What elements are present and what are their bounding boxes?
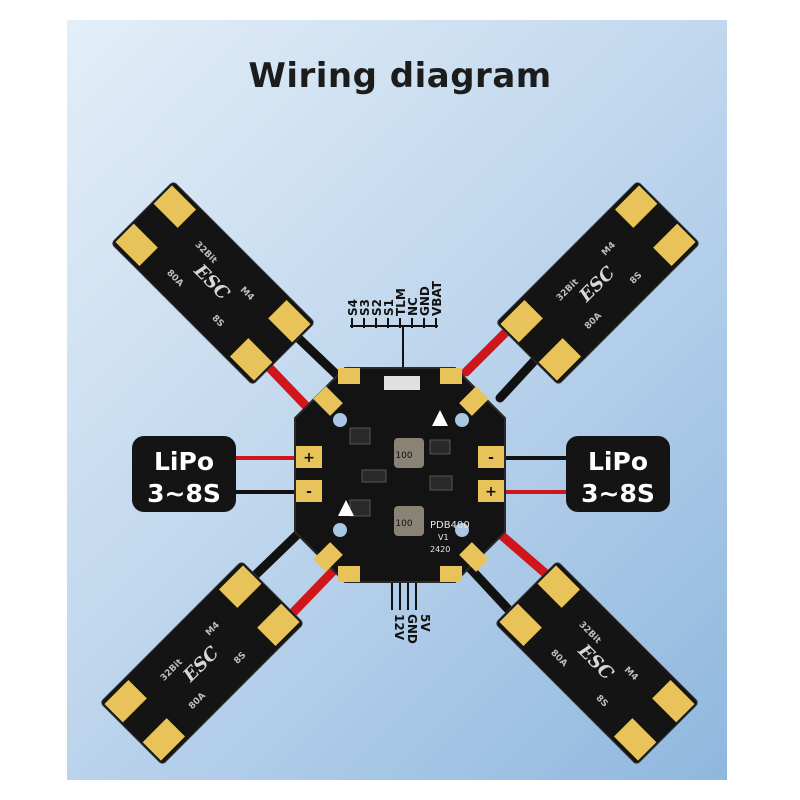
battery-type-left: LiPo [154, 447, 214, 476]
battery-pad [478, 480, 504, 502]
pin-label-s4: S4 [346, 299, 360, 316]
esc-pad [459, 386, 489, 416]
page-title: Wiring diagram [248, 56, 552, 96]
battery-wires [232, 456, 572, 494]
battery-label-left: LiPo 3~8S [132, 436, 236, 512]
battery-type-right: LiPo [588, 447, 648, 476]
pin-label-12v: 12V [392, 614, 406, 641]
inductor-label: 100 [395, 451, 412, 461]
minus-mark: - [306, 484, 312, 500]
battery-cells-right: 3~8S [581, 479, 655, 508]
top-connector [384, 376, 420, 390]
esc-top-right [497, 182, 699, 384]
esc-bottom-right [496, 562, 698, 764]
top-pin-labels: VBAT GND NC TLM S1 S2 S3 S4 [346, 280, 444, 316]
inductor [394, 438, 424, 468]
bottom-pin-labels: 5V GND 12V [392, 614, 432, 644]
esc-pad [440, 368, 462, 384]
inductor-label: 100 [395, 519, 412, 529]
board-version: V1 [438, 533, 449, 542]
battery-pad [478, 446, 504, 468]
pin-label-s3: S3 [358, 299, 372, 316]
pin-label-gnd: GND [418, 286, 432, 316]
inductor [394, 506, 424, 536]
esc-pad [338, 368, 360, 384]
plus-mark: + [303, 450, 315, 466]
top-signal-wires [350, 318, 438, 382]
pin-label-vbat: VBAT [430, 280, 444, 316]
battery-pad [296, 480, 322, 502]
board-name: PDB400 [430, 520, 470, 531]
battery-pad [296, 446, 322, 468]
battery-cells-left: 3~8S [147, 479, 221, 508]
esc-bottom-left [101, 562, 303, 764]
board-code: 2420 [430, 545, 450, 554]
pin-label-5v: 5V [418, 614, 432, 632]
pin-label-s1: S1 [382, 299, 396, 316]
esc-pad [440, 566, 462, 582]
pin-label-gnd: GND [405, 614, 419, 644]
pin-label-tlm: TLM [394, 288, 408, 316]
pdb-board [294, 367, 506, 583]
esc-pad [313, 542, 343, 572]
esc-pad [313, 386, 343, 416]
esc-pad [338, 566, 360, 582]
pin-label-nc: NC [406, 297, 420, 316]
esc-top-left [112, 182, 314, 384]
esc-pad [459, 542, 489, 572]
battery-label-right: LiPo 3~8S [566, 436, 670, 512]
plus-mark: + [485, 484, 497, 500]
minus-mark: - [488, 450, 494, 466]
pin-label-s2: S2 [370, 299, 384, 316]
